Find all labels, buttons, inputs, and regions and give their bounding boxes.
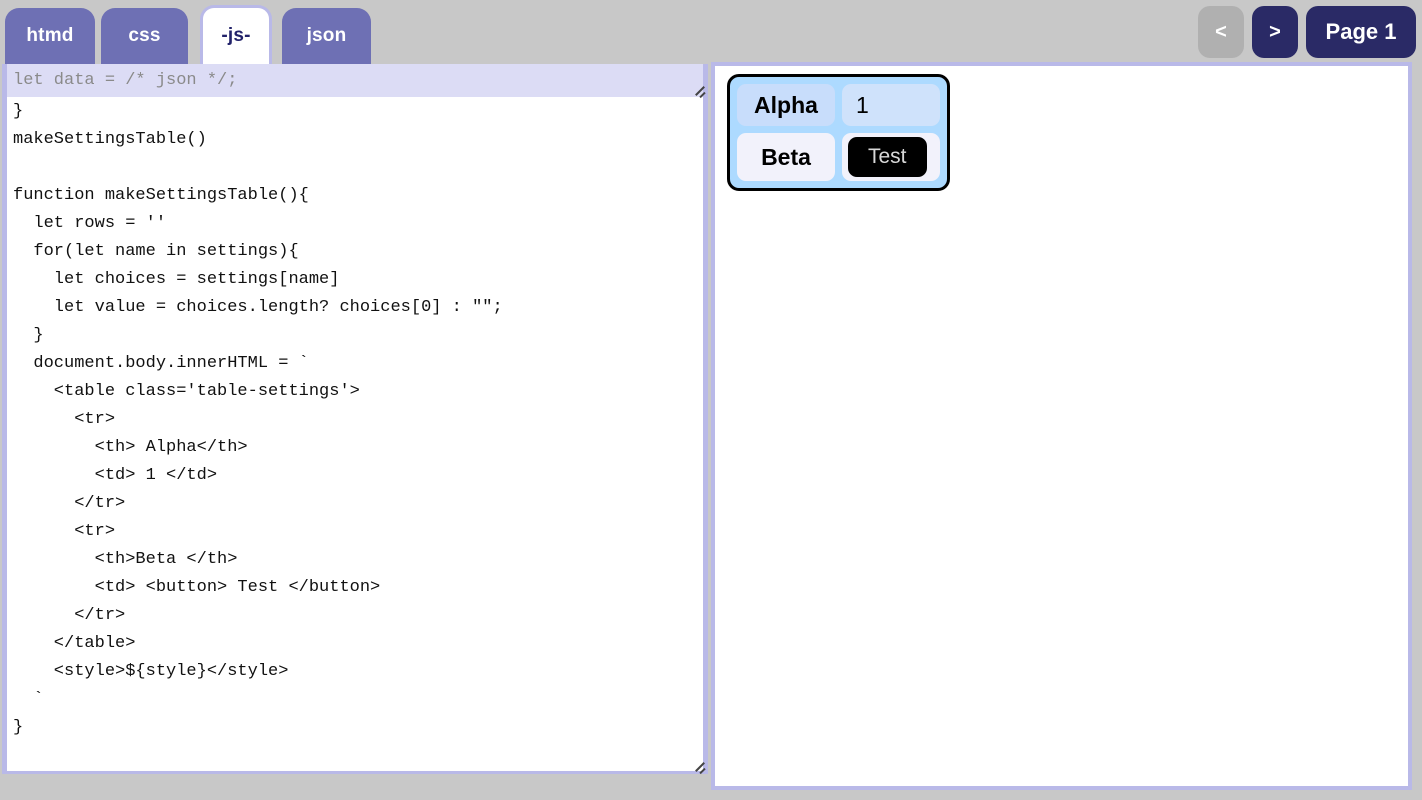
data-line-overlay-textarea[interactable] (2, 64, 708, 97)
editor-tab-bar: htmd css -js- json < > Page 1 (0, 0, 1422, 64)
settings-row-header: Alpha (737, 84, 835, 126)
tab-htmd[interactable]: htmd (5, 8, 95, 64)
table-row: Beta Test (737, 133, 940, 181)
settings-table: Alpha 1 Beta Test (727, 74, 950, 191)
settings-row-value: 1 (842, 84, 940, 126)
preview-panel: Alpha 1 Beta Test (711, 62, 1412, 790)
prev-page-button[interactable]: < (1198, 6, 1244, 58)
settings-row-header: Beta (737, 133, 835, 181)
tab-js[interactable]: -js- (200, 5, 272, 64)
test-button[interactable]: Test (848, 137, 927, 177)
page-indicator-button[interactable]: Page 1 (1306, 6, 1416, 58)
data-line-overlay-resize-handle[interactable] (692, 82, 706, 96)
pager-controls: < > Page 1 (1198, 6, 1416, 58)
code-editor-column (0, 64, 710, 776)
next-page-button[interactable]: > (1252, 6, 1298, 58)
code-editor-resize-handle[interactable] (692, 758, 706, 772)
code-editor-textarea[interactable] (2, 64, 708, 774)
tab-css[interactable]: css (101, 8, 188, 64)
table-row: Alpha 1 (737, 84, 940, 126)
tab-json[interactable]: json (282, 8, 371, 64)
settings-row-value: Test (842, 133, 940, 181)
